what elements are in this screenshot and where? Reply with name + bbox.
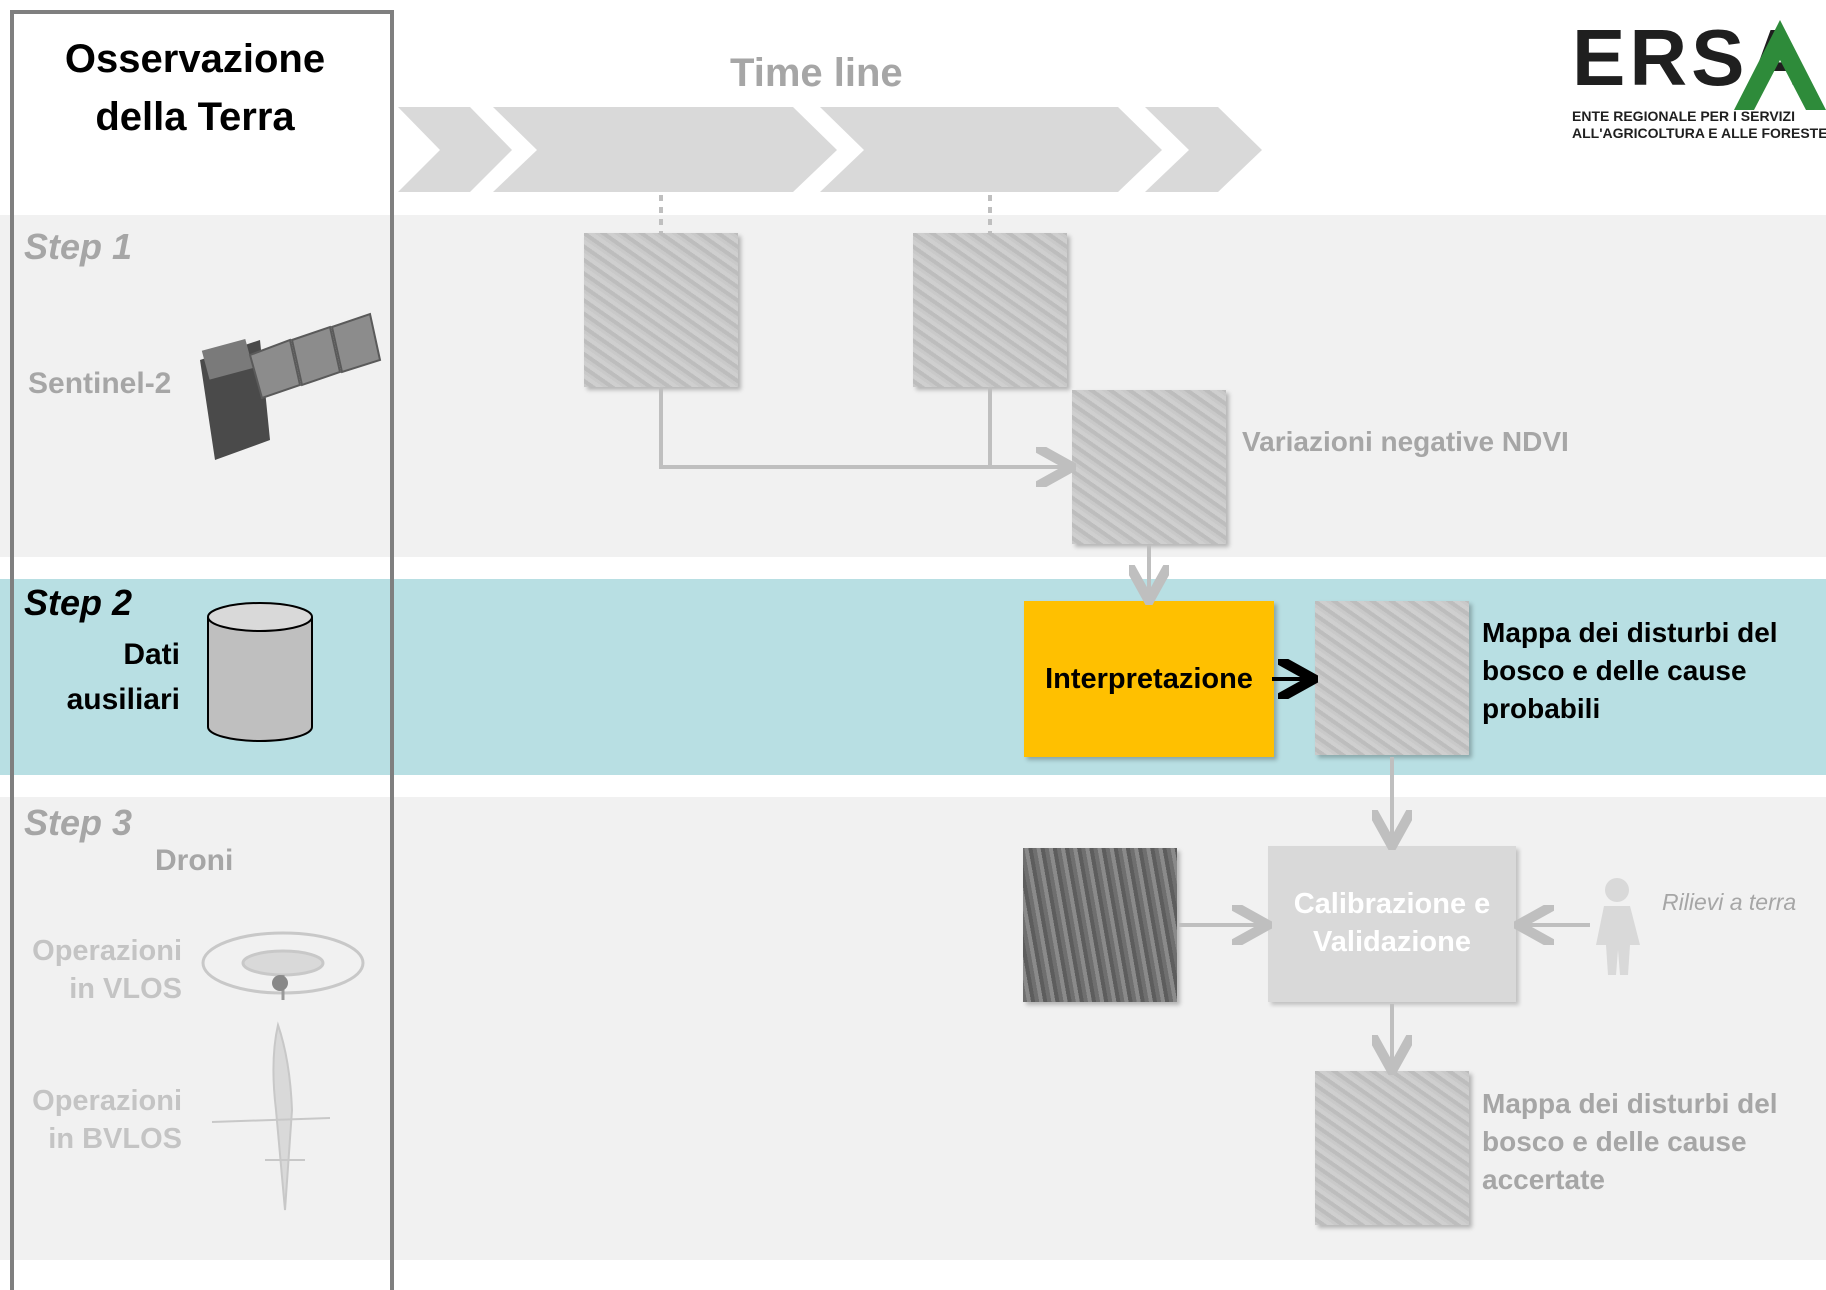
chevron-end xyxy=(1145,107,1262,192)
sentinel-image-2017 xyxy=(584,233,738,387)
person-icon xyxy=(1596,878,1640,975)
left-column-frame xyxy=(10,10,394,1290)
map-confirmed-label: Mappa dei disturbi del bosco e delle cau… xyxy=(1482,1088,1778,1195)
logo-subtitle-line2: ALL'AGRICOLTURA E ALLE FORESTE xyxy=(1572,124,1826,141)
map-confirmed-image xyxy=(1315,1071,1469,1225)
drone-vlos-icon xyxy=(201,931,365,1000)
drone-bvlos-icon xyxy=(211,1021,331,1211)
page-bottom-strip xyxy=(0,1270,1826,1290)
droni-label: Droni xyxy=(155,844,234,877)
field-survey-label: Rilievi a terra xyxy=(1662,889,1797,915)
ndvi-label: Variazioni negative NDVI xyxy=(1242,426,1569,457)
database-icon xyxy=(207,602,313,742)
satellite-icon xyxy=(200,312,382,460)
left-column-title: Osservazione della Terra xyxy=(64,37,326,139)
ersa-logo-subtitle: ENTE REGIONALE PER I SERVIZI ALL'AGRICOL… xyxy=(1572,108,1826,142)
map-probable-image xyxy=(1315,601,1469,755)
vlos-label: Operazioni in VLOS xyxy=(32,935,182,1005)
logo-subtitle-line1: ENTE REGIONALE PER I SERVIZI xyxy=(1572,108,1796,124)
calibration-box: Calibrazione e Validazione xyxy=(1268,846,1516,1002)
chevron-2017 xyxy=(493,107,837,192)
chevron-start xyxy=(398,107,512,192)
ndvi-connector xyxy=(659,387,1068,467)
ersa-logo-mark xyxy=(1734,20,1826,110)
sentinel2-label: Sentinel-2 xyxy=(28,367,172,400)
drone-forest-image xyxy=(1023,848,1177,1002)
timeline-chevrons xyxy=(398,107,1262,192)
chevron-2018 xyxy=(820,107,1162,192)
step3-label: Step 3 xyxy=(24,802,133,843)
timeline-title: Time line xyxy=(730,51,903,95)
sentinel-image-2018 xyxy=(913,233,1067,387)
ndvi-image xyxy=(1072,390,1226,544)
bvlos-label: Operazioni in BVLOS xyxy=(32,1085,182,1155)
dati-ausiliari-label: Dati ausiliari xyxy=(66,638,180,716)
step2-label: Step 2 xyxy=(24,582,133,623)
step3-band xyxy=(0,797,1826,1260)
map-probable-label: Mappa dei disturbi del bosco e delle cau… xyxy=(1482,617,1778,724)
step1-label: Step 1 xyxy=(24,226,133,267)
interpretation-box: Interpretazione xyxy=(1024,601,1274,757)
